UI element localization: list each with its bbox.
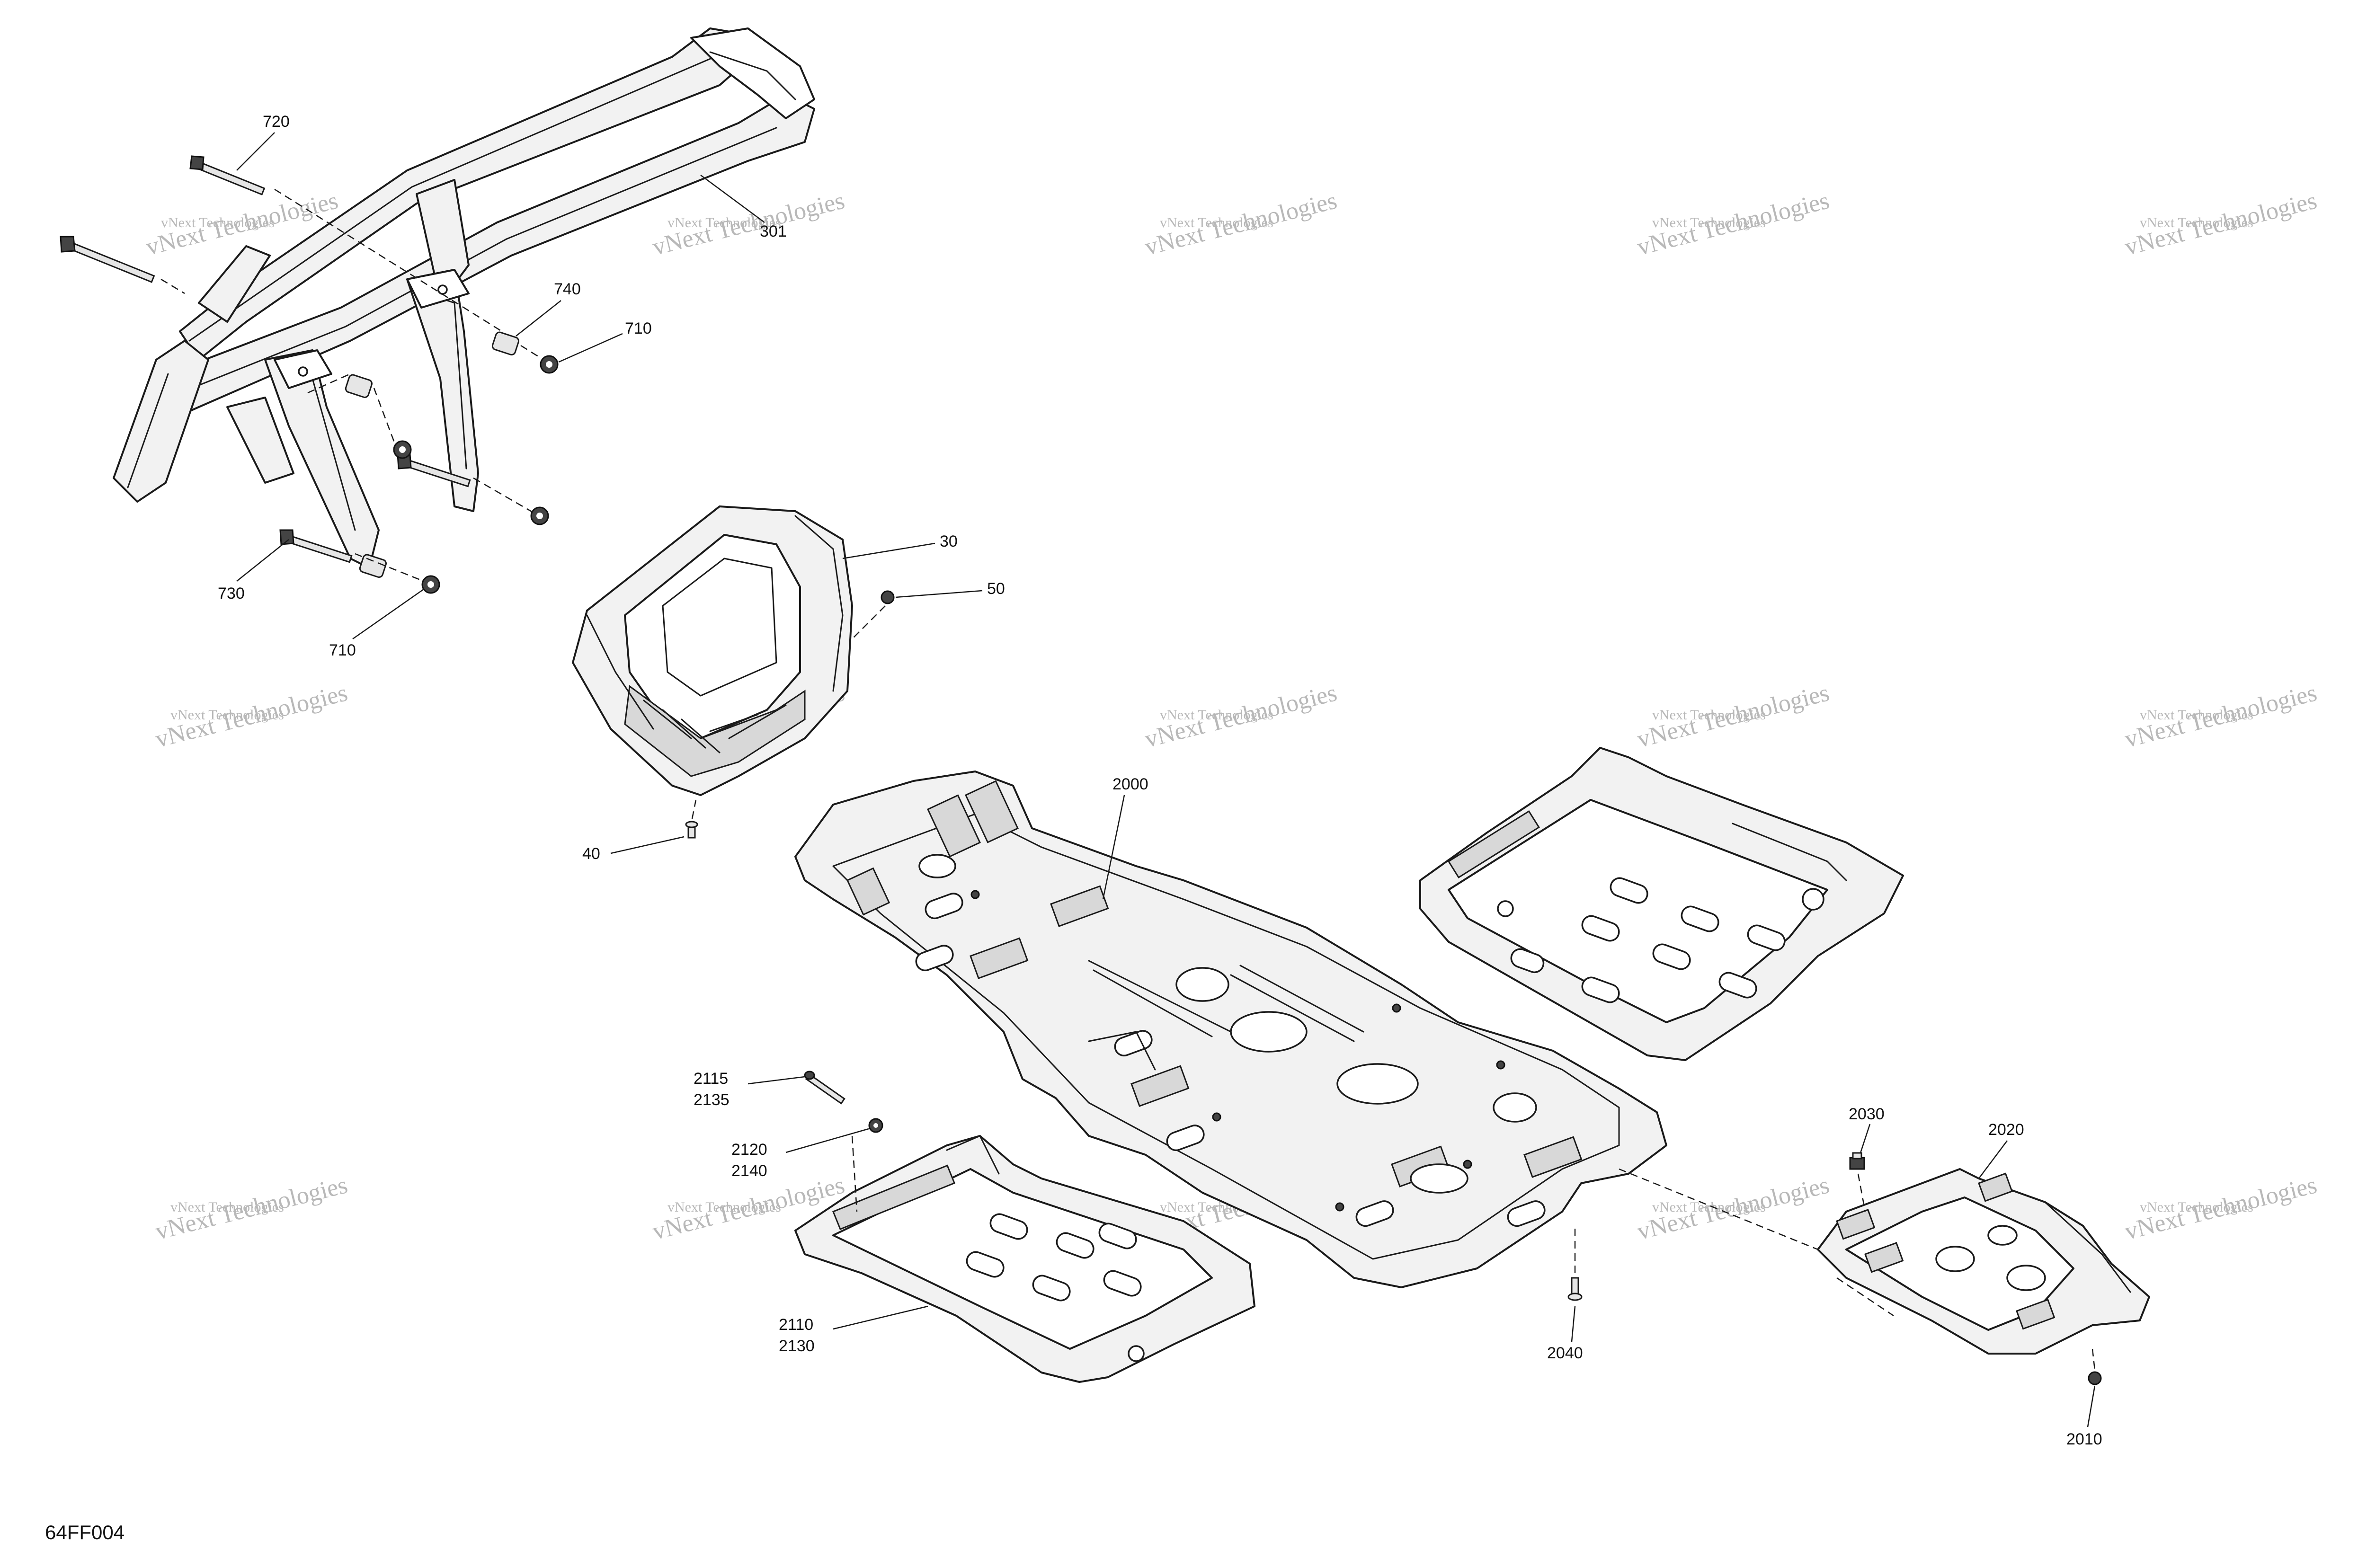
bumper-hardware	[60, 155, 559, 594]
svg-text:vNext Technologies: vNext Technologies	[667, 215, 781, 230]
callout-2110-2130: 2110 2130	[779, 1305, 928, 1355]
nut-710-d[interactable]	[421, 575, 440, 594]
bolt-730[interactable]	[279, 529, 353, 563]
main-skid-plate-2000[interactable]	[794, 771, 1667, 1288]
svg-text:740: 740	[554, 280, 581, 298]
nut-2010[interactable]	[2088, 1371, 2102, 1385]
fascia-hardware	[685, 590, 895, 839]
svg-text:vNext Technologies: vNext Technologies	[1160, 215, 1273, 230]
svg-text:2135: 2135	[694, 1091, 730, 1109]
callout-730: 730	[218, 539, 289, 602]
svg-text:50: 50	[987, 580, 1005, 598]
svg-text:vNext Technologies: vNext Technologies	[2140, 1199, 2253, 1215]
watermark-9: vNext Technologies vNext Technologies	[1635, 679, 1832, 753]
svg-text:vNext Technologies: vNext Technologies	[2140, 215, 2253, 230]
callout-2030: 2030	[1849, 1105, 1885, 1153]
callout-2010: 2010	[2066, 1385, 2102, 1448]
watermark-3: vNext Technologies vNext Technologies	[1142, 187, 1340, 261]
watermark-4: vNext Technologies vNext Technologies	[1635, 187, 1832, 261]
svg-text:vNext Technologies: vNext Technologies	[1652, 215, 1766, 230]
callout-710-upper: 710	[558, 319, 652, 363]
left-skid-hardware	[804, 1071, 883, 1212]
svg-text:2020: 2020	[1988, 1121, 2024, 1139]
svg-text:vNext Technologies: vNext Technologies	[667, 1199, 781, 1215]
spacer-740-c[interactable]	[359, 554, 387, 578]
callout-2040: 2040	[1547, 1306, 1583, 1362]
svg-text:2110: 2110	[779, 1316, 813, 1334]
svg-text:710: 710	[329, 641, 356, 659]
svg-text:vNext Technologies: vNext Technologies	[161, 215, 275, 230]
svg-text:vNext Technologies: vNext Technologies	[2140, 707, 2253, 723]
figure-code: 64FF004	[45, 1521, 125, 1543]
svg-text:vNext Technologies: vNext Technologies	[1160, 707, 1273, 723]
svg-text:301: 301	[760, 222, 787, 240]
callout-2020: 2020	[1978, 1121, 2024, 1179]
nut-2120[interactable]	[868, 1118, 883, 1133]
rear-skid-plate-2020[interactable]	[1817, 1168, 2150, 1355]
svg-text:vNext Technologies: vNext Technologies	[1652, 1199, 1766, 1215]
nut-710-a[interactable]	[540, 355, 559, 374]
svg-text:vNext Technologies: vNext Technologies	[170, 1199, 284, 1215]
callout-2120-2140: 2120 2140	[731, 1128, 869, 1180]
svg-text:2030: 2030	[1849, 1105, 1885, 1123]
svg-text:2010: 2010	[2066, 1430, 2102, 1448]
watermark-10: vNext Technologies vNext Technologies	[2122, 679, 2320, 753]
watermark-6: vNext Technologies vNext Technologies	[153, 679, 350, 753]
front-fascia-30[interactable]	[572, 505, 853, 796]
callout-301: 301	[700, 174, 787, 240]
watermark-5: vNext Technologies vNext Technologies	[2122, 187, 2320, 261]
svg-text:vNext Technologies: vNext Technologies	[170, 707, 284, 723]
clip-2030[interactable]	[1849, 1152, 1865, 1170]
nut-50[interactable]	[881, 590, 895, 604]
callout-40: 40	[582, 836, 685, 863]
svg-text:40: 40	[582, 845, 600, 863]
svg-text:710: 710	[625, 319, 652, 337]
svg-text:730: 730	[218, 585, 245, 602]
svg-text:vNext Technologies: vNext Technologies	[1652, 707, 1766, 723]
callout-30: 30	[842, 532, 958, 559]
svg-text:2040: 2040	[1547, 1344, 1583, 1362]
watermark-2: vNext Technologies vNext Technologies	[650, 187, 847, 261]
watermark-15: vNext Technologies vNext Technologies	[2122, 1171, 2320, 1245]
svg-text:2000: 2000	[1112, 775, 1148, 793]
callout-710-lower: 710	[329, 588, 424, 659]
nut-710-c[interactable]	[530, 506, 549, 525]
svg-text:2115: 2115	[694, 1070, 728, 1088]
screw-40[interactable]	[685, 821, 698, 839]
callout-50: 50	[895, 580, 1005, 598]
left-skid-plate-2110[interactable]	[794, 1135, 1255, 1383]
callouts: 720 301 740 710 730 710 30 50	[218, 113, 2102, 1448]
bolt-720-lower[interactable]	[60, 236, 155, 283]
callout-720: 720	[236, 113, 290, 171]
svg-text:30: 30	[940, 532, 958, 550]
svg-text:2120: 2120	[731, 1141, 767, 1159]
right-skid-plate[interactable]	[1419, 747, 1904, 1061]
front-bumper-301[interactable]	[113, 27, 815, 569]
screw-2040[interactable]	[1567, 1277, 1583, 1301]
watermark-14: vNext Technologies vNext Technologies	[1635, 1171, 1832, 1245]
svg-text:2130: 2130	[779, 1337, 815, 1355]
callout-740: 740	[516, 280, 581, 337]
spacer-740-b[interactable]	[345, 374, 373, 399]
svg-text:720: 720	[263, 113, 290, 131]
bolt-2115[interactable]	[804, 1071, 845, 1105]
callout-2115-2135: 2115 2135	[694, 1070, 805, 1109]
spacer-740-a[interactable]	[491, 331, 519, 356]
bolt-720-upper[interactable]	[189, 155, 266, 195]
callout-2000: 2000	[1102, 775, 1148, 900]
watermark-8: vNext Technologies vNext Technologies	[1142, 679, 1340, 753]
bolt-middle[interactable]	[397, 453, 471, 487]
svg-text:2140: 2140	[731, 1162, 767, 1180]
watermark-11: vNext Technologies vNext Technologies	[153, 1171, 350, 1245]
nut-710-b[interactable]	[393, 440, 412, 459]
rear-skid-hardware	[1619, 1152, 2102, 1385]
